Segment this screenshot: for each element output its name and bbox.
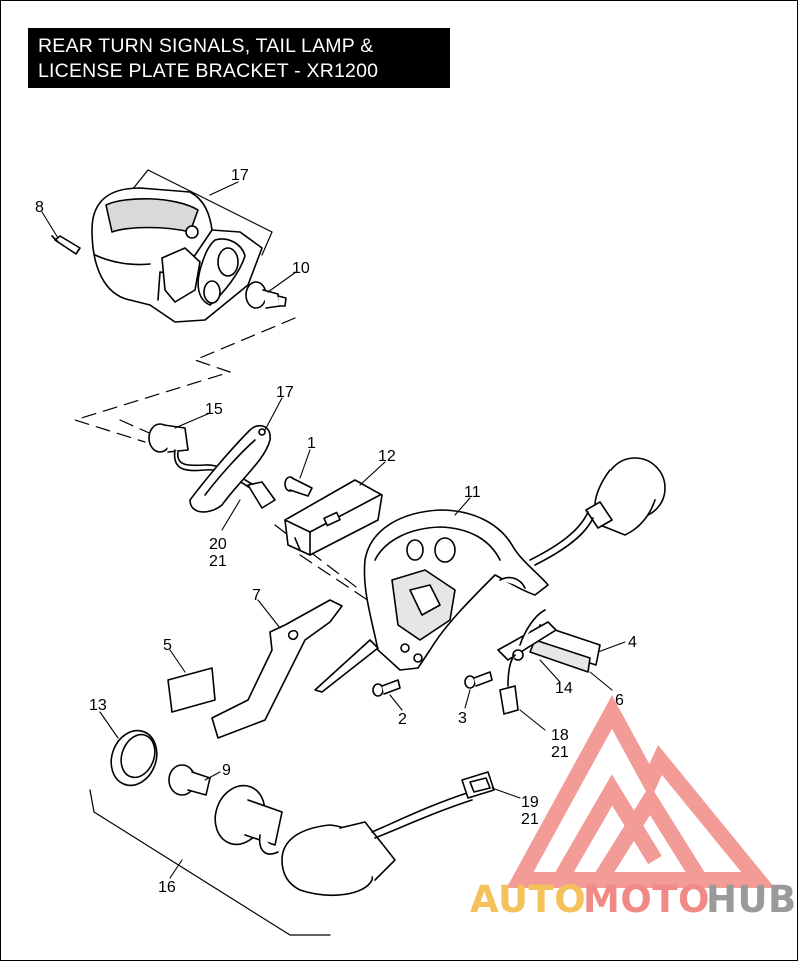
callout-4: 4 <box>628 634 637 651</box>
bulb-9 <box>168 764 211 796</box>
callout-12: 12 <box>378 448 396 465</box>
callout-1: 1 <box>307 435 316 452</box>
leader-lines <box>41 181 626 879</box>
callout-15: 15 <box>205 401 223 418</box>
license-plate-bracket-7 <box>211 599 379 739</box>
callout-8: 8 <box>35 199 44 216</box>
tail-lamp-housing <box>91 187 263 323</box>
diagram-title: REAR TURN SIGNALS, TAIL LAMP & LICENSE P… <box>28 28 450 88</box>
lens-ring-13 <box>110 729 158 787</box>
bulb-10 <box>245 281 287 309</box>
watermark-text-auto: AUTO <box>470 878 586 921</box>
callout-17a: 17 <box>231 167 249 184</box>
callout-7: 7 <box>252 587 261 604</box>
automotohub-watermark: AUTO MOTO HUB <box>470 695 797 921</box>
title-line-1: REAR TURN SIGNALS, TAIL LAMP & <box>38 35 374 57</box>
watermark-text-moto: MOTO <box>583 878 710 921</box>
callout-labels: 17 8 10 17 15 1 12 11 20 21 7 5 4 14 6 2… <box>35 167 637 896</box>
pad-5 <box>167 667 216 713</box>
callout-9: 9 <box>222 762 231 779</box>
callout-20: 20 <box>209 536 227 553</box>
callout-3: 3 <box>458 710 467 727</box>
dashed-assembly-lines <box>74 317 376 606</box>
callout-21c: 21 <box>521 811 539 828</box>
reflector-bracket-4-6-14 <box>497 609 601 673</box>
callout-2: 2 <box>398 711 407 728</box>
callout-18: 18 <box>551 727 569 744</box>
group-bracket-lines <box>89 169 331 936</box>
connector-18 <box>499 654 519 715</box>
callout-16: 16 <box>158 879 176 896</box>
callout-19: 19 <box>521 794 539 811</box>
rear-fender-11 <box>363 509 549 671</box>
callout-21a: 21 <box>209 553 227 570</box>
turn-signal-right <box>529 457 666 566</box>
connector-19 <box>461 771 495 799</box>
watermark-text-hub: HUB <box>706 878 797 921</box>
callout-6: 6 <box>615 692 624 709</box>
screw-1 <box>284 476 313 497</box>
connector-block-12 <box>284 479 383 556</box>
callout-21b: 21 <box>551 744 569 761</box>
screw-3 <box>464 671 493 689</box>
callout-13: 13 <box>89 697 107 714</box>
title-line-2: LICENSE PLATE BRACKET - XR1200 <box>38 60 379 82</box>
callout-10: 10 <box>292 260 310 277</box>
watermark-logo-mark <box>506 695 775 888</box>
screw-8 <box>51 235 81 255</box>
screw-2 <box>372 679 401 697</box>
callout-11: 11 <box>464 484 481 501</box>
gasket-17 <box>189 424 276 513</box>
callout-5: 5 <box>163 637 172 654</box>
callout-17b: 17 <box>276 384 294 401</box>
turn-signal-16 <box>214 784 473 896</box>
callout-14: 14 <box>555 680 573 697</box>
